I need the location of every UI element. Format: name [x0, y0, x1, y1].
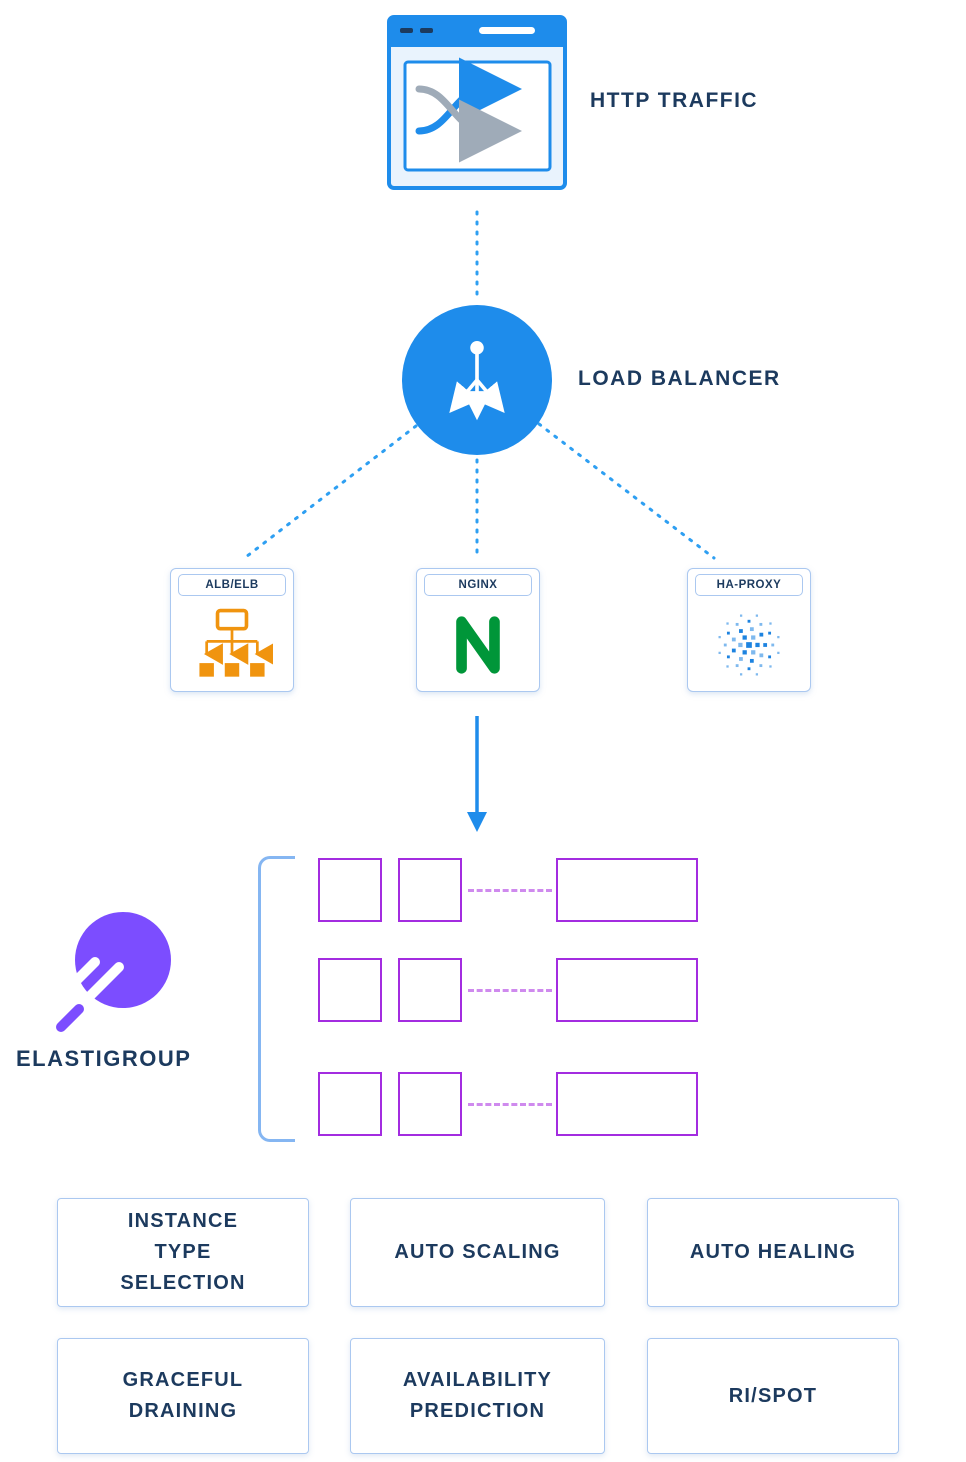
feature-box-auto-healing: AUTO HEALING: [647, 1198, 899, 1307]
balancer-box-haproxy: HA-PROXY: [687, 568, 811, 692]
balancer-box-nginx: NGINX: [416, 568, 540, 692]
nginx-n-icon: [437, 605, 519, 685]
haproxy-dotted-sphere-icon: [708, 605, 790, 685]
feature-label: INSTANCE TYPE SELECTION: [120, 1210, 246, 1294]
cluster-dashed-connector: [468, 889, 552, 892]
feature-box-availability-prediction: AVAILABILITY PREDICTION: [350, 1338, 605, 1454]
feature-box-ri-spot: RI/SPOT: [647, 1338, 899, 1454]
feature-label: GRACEFUL DRAINING: [122, 1369, 244, 1422]
feature-label: RI/SPOT: [728, 1384, 818, 1407]
cluster-dashed-connector: [468, 989, 552, 992]
http-traffic-label: HTTP TRAFFIC: [590, 89, 759, 112]
feature-box-instance-type-selection: INSTANCE TYPE SELECTION: [57, 1198, 309, 1307]
haproxy-label: HA-PROXY: [695, 574, 803, 596]
instance-node-wide: [556, 1072, 698, 1136]
elastigroup-logo-icon: [45, 905, 195, 1045]
elastigroup-label: ELASTIGROUP: [16, 1046, 192, 1071]
instance-node-small: [398, 1072, 462, 1136]
instance-node-small: [318, 1072, 382, 1136]
alb-elb-label: ALB/ELB: [178, 574, 286, 596]
feature-label: AUTO SCALING: [394, 1241, 561, 1263]
balancer-box-alb-elb: ALB/ELB: [170, 568, 294, 692]
instance-node-small: [318, 958, 382, 1022]
instance-cluster: [318, 858, 698, 1136]
cluster-dashed-connector: [468, 1103, 552, 1106]
instance-node-wide: [556, 858, 698, 922]
split-arrows-icon: [449, 341, 505, 421]
instance-node-small: [398, 958, 462, 1022]
load-balancer-label: LOAD BALANCER: [578, 367, 781, 390]
feature-box-auto-scaling: AUTO SCALING: [350, 1198, 605, 1307]
instance-node-small: [398, 858, 462, 922]
instance-node-small: [318, 858, 382, 922]
nginx-label: NGINX: [424, 574, 532, 596]
elastigroup-bracket: [258, 856, 295, 1142]
http-traffic-icon: [387, 15, 567, 190]
load-balancer-icon: [402, 305, 552, 455]
feature-label: AVAILABILITY PREDICTION: [402, 1369, 553, 1422]
instance-node-wide: [556, 958, 698, 1022]
feature-label: AUTO HEALING: [689, 1241, 857, 1263]
alb-elb-hierarchy-icon: [191, 605, 273, 685]
feature-box-graceful-draining: GRACEFUL DRAINING: [57, 1338, 309, 1454]
